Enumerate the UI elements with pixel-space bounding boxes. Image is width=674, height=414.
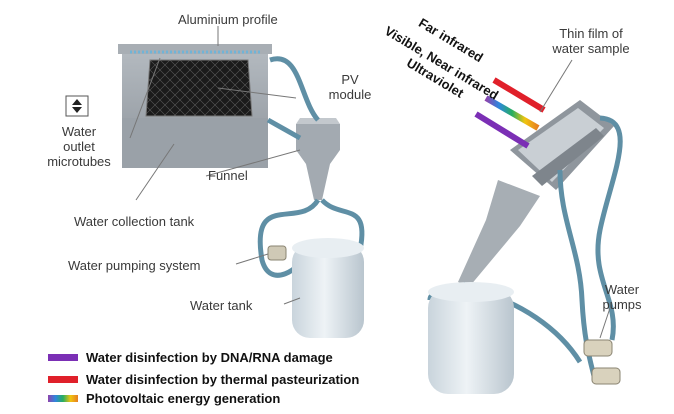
far-infrared-arrow [492, 77, 546, 113]
uv-arrow [474, 111, 530, 149]
label-water-pumps: Water pumps [602, 282, 642, 312]
label-funnel: Funnel [208, 168, 248, 183]
legend-swatch-pv [48, 395, 78, 402]
water-tank-shape [292, 244, 364, 338]
legend-swatch-ir [48, 376, 78, 383]
funnel-shape [296, 124, 340, 200]
label-aluminium-profile: Aluminium profile [178, 12, 278, 27]
left-assembly [65, 44, 365, 338]
leader-lines [129, 26, 611, 339]
pv-module [145, 59, 253, 117]
label-water-tank: Water tank [190, 298, 253, 313]
move-icon [65, 95, 89, 117]
label-pv-module: PV module [328, 72, 372, 102]
label-water-collection-tank: Water collection tank [74, 214, 195, 229]
legend-text-uv: Water disinfection by DNA/RNA damage [86, 349, 333, 365]
visible-arrow [484, 95, 540, 131]
legend-swatch-uv [48, 354, 78, 361]
label-water-outlet-microtubes: Water outlet microtubes [47, 124, 111, 169]
legend-item-ir: Water disinfection by thermal pasteuriza… [48, 371, 359, 387]
legend-text-pv: Photovoltaic energy generation [86, 390, 281, 406]
water-pump-2 [591, 367, 621, 385]
water-tank-right [428, 288, 514, 394]
legend-item-pv: Photovoltaic energy generation [48, 390, 280, 406]
label-thin-film: Thin film of water sample [552, 26, 630, 56]
legend-item-uv: Water disinfection by DNA/RNA damage [48, 349, 333, 365]
legend-text-ir: Water disinfection by thermal pasteuriza… [86, 371, 360, 387]
label-water-pumping-system: Water pumping system [68, 258, 201, 273]
device-funnel [458, 180, 540, 286]
water-pump-1 [583, 339, 613, 357]
pump-shape [267, 245, 287, 261]
aluminium-profile-bar [118, 44, 272, 54]
right-assembly [427, 77, 623, 394]
